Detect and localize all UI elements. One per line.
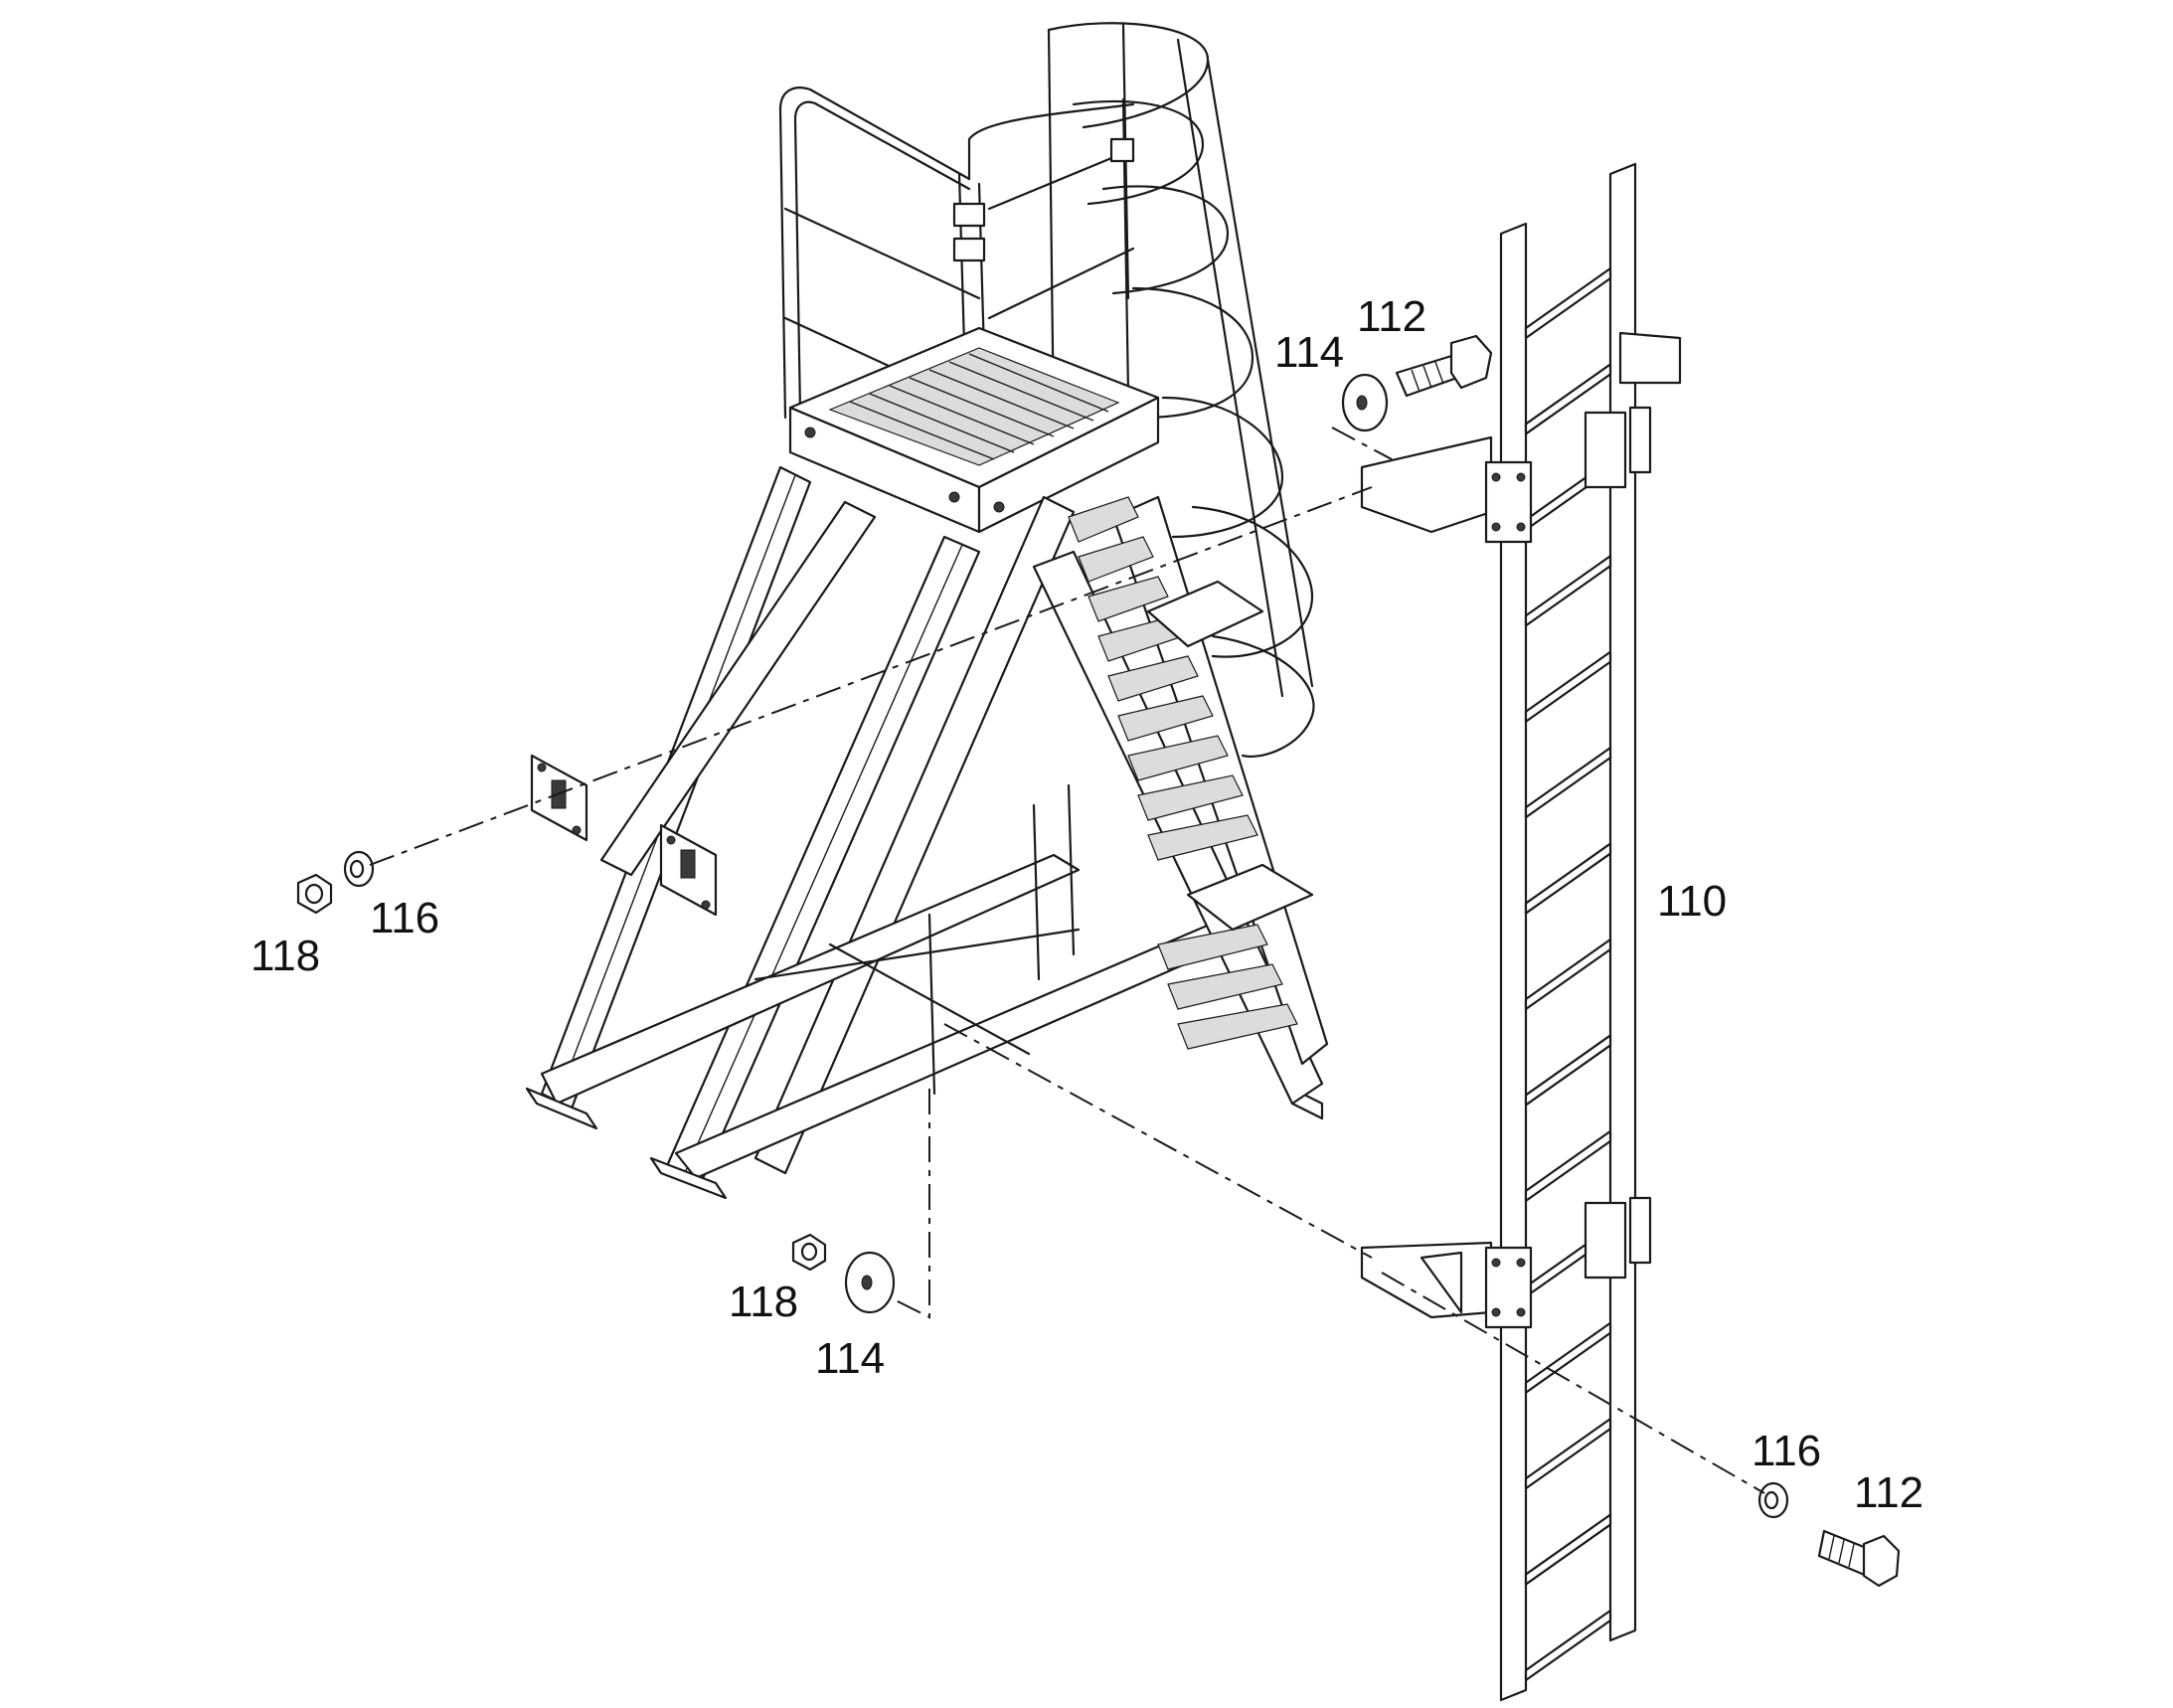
washer-116-left <box>343 850 375 888</box>
ladder-rung <box>1524 1321 1612 1394</box>
ladder-rung <box>1524 555 1612 627</box>
ladder-rung <box>1524 1129 1612 1202</box>
platform-deck <box>788 326 1160 534</box>
ladder-rung <box>1524 363 1612 435</box>
callout-118-bottom: 118 <box>729 1278 799 1326</box>
assembly-lines <box>369 427 1765 1494</box>
callout-112-top: 112 <box>1357 292 1427 341</box>
ladder-rung <box>1524 842 1612 915</box>
vertical-ladder <box>1360 162 1682 1702</box>
ladder-rung <box>1524 1418 1612 1490</box>
callout-118-left: 118 <box>251 932 321 980</box>
ladder-rung <box>1524 938 1612 1011</box>
washer-114-top <box>1341 373 1389 432</box>
ladder-rung <box>1524 747 1612 819</box>
support-frame <box>525 465 1324 1200</box>
callout-114-bottom: 114 <box>815 1334 886 1383</box>
ladder-rung <box>1524 266 1612 340</box>
bolt-112-top <box>1395 334 1493 398</box>
washer-116-right <box>1757 1481 1789 1519</box>
callout-116-right: 116 <box>1752 1427 1822 1475</box>
stairway <box>1032 495 1329 1106</box>
washer-114-bottom <box>844 1251 896 1314</box>
nut-118-bottom <box>791 1233 827 1272</box>
callout-110: 110 <box>1657 877 1728 926</box>
callout-114-top: 114 <box>1274 328 1345 377</box>
ladder-rung <box>1524 1034 1612 1107</box>
bolt-112-right <box>1817 1529 1901 1588</box>
callout-116-left: 116 <box>370 894 440 942</box>
ladder-rung <box>1524 650 1612 723</box>
platform-handrail <box>778 86 1135 524</box>
ladder-rung <box>1524 1609 1612 1682</box>
ladder-rung <box>1524 1513 1612 1586</box>
nut-118-left <box>296 873 333 915</box>
callout-112-right: 112 <box>1854 1468 1924 1517</box>
